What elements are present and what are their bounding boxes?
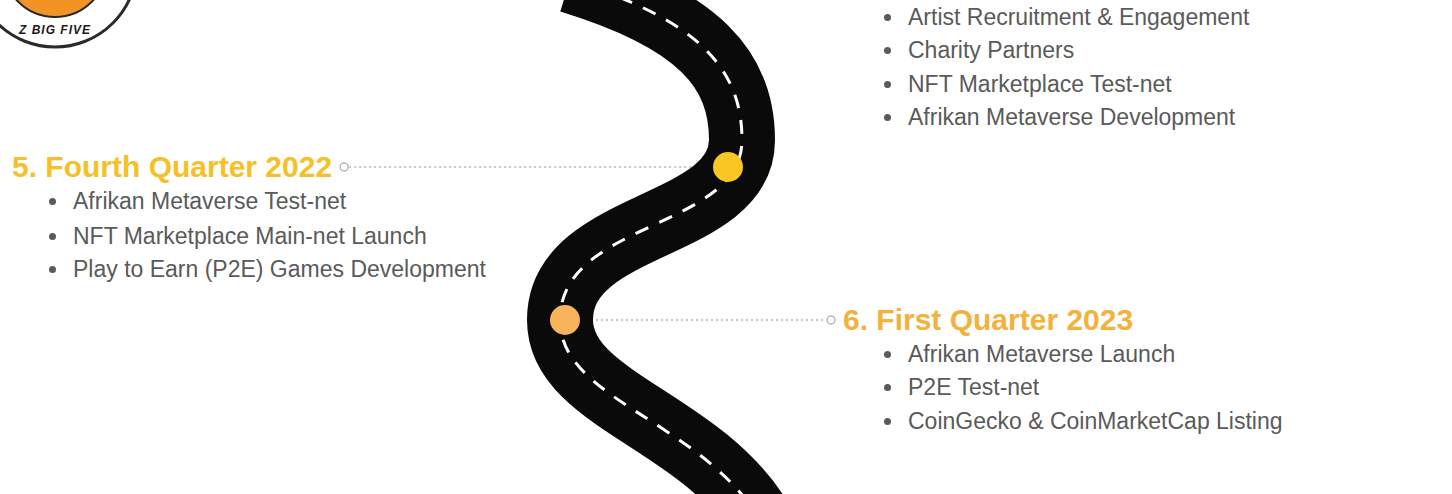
milestone-item-box: Afrikan Metaverse Launch — [908, 341, 1175, 368]
milestone-item: Artist Recruitment & Engagement — [908, 4, 1249, 30]
bullet-dot — [884, 81, 891, 88]
bullet-dot — [884, 384, 891, 391]
milestone-item: CoinGecko & CoinMarketCap Listing — [908, 408, 1283, 434]
road-dashes — [560, 0, 760, 494]
quarter-heading-box: 6. First Quarter 2023 — [843, 303, 1133, 337]
bullet-dot — [49, 198, 56, 205]
milestone-item-box: Afrikan Metaverse Test-net — [73, 188, 346, 215]
milestone-item: Afrikan Metaverse Test-net — [73, 188, 346, 214]
milestone-item-box: P2E Test-net — [908, 374, 1039, 401]
milestone-item: NFT Marketplace Main-net Launch — [73, 223, 427, 249]
milestone-item: Charity Partners — [908, 37, 1074, 63]
milestone-dot — [550, 305, 580, 335]
quarter-heading-box: 5. Fourth Quarter 2022 — [12, 150, 332, 184]
logo-text: Z BIG FIVE — [19, 23, 91, 37]
leader-end-ring — [340, 163, 348, 171]
milestone-item: Afrikan Metaverse Development — [908, 104, 1235, 130]
leader-line — [349, 166, 712, 168]
logo-text-box: Z BIG FIVE — [19, 23, 91, 37]
milestone-item-box: NFT Marketplace Main-net Launch — [73, 223, 427, 250]
bullet-dot — [884, 114, 891, 121]
milestone-item: Afrikan Metaverse Launch — [908, 341, 1175, 367]
quarter-heading: 6. First Quarter 2023 — [843, 303, 1133, 336]
road — [560, 0, 760, 494]
bullet-dot — [884, 14, 891, 21]
bullet-dot — [884, 418, 891, 425]
milestone-item: Play to Earn (P2E) Games Development — [73, 256, 486, 282]
milestone-item: P2E Test-net — [908, 374, 1039, 400]
leader-line — [581, 319, 826, 321]
milestone-item-box: Charity Partners — [908, 37, 1074, 64]
milestone-item-box: Afrikan Metaverse Development — [908, 104, 1235, 131]
logo-core — [3, 0, 107, 17]
bullet-dot — [884, 351, 891, 358]
milestone-item-box: NFT Marketplace Test-net — [908, 71, 1172, 98]
milestone-item: NFT Marketplace Test-net — [908, 71, 1172, 97]
quarter-heading: 5. Fourth Quarter 2022 — [12, 150, 332, 183]
milestone-item-box: CoinGecko & CoinMarketCap Listing — [908, 408, 1283, 435]
leader-end-ring — [827, 316, 835, 324]
logo-badge — [0, 0, 137, 47]
milestone-item-box: Play to Earn (P2E) Games Development — [73, 256, 486, 283]
bullet-dot — [49, 266, 56, 273]
milestone-dot — [713, 152, 743, 182]
milestone-item-box: Artist Recruitment & Engagement — [908, 4, 1249, 31]
logo-ring — [0, 0, 137, 47]
bullet-dot — [884, 47, 891, 54]
bullet-dot — [49, 233, 56, 240]
